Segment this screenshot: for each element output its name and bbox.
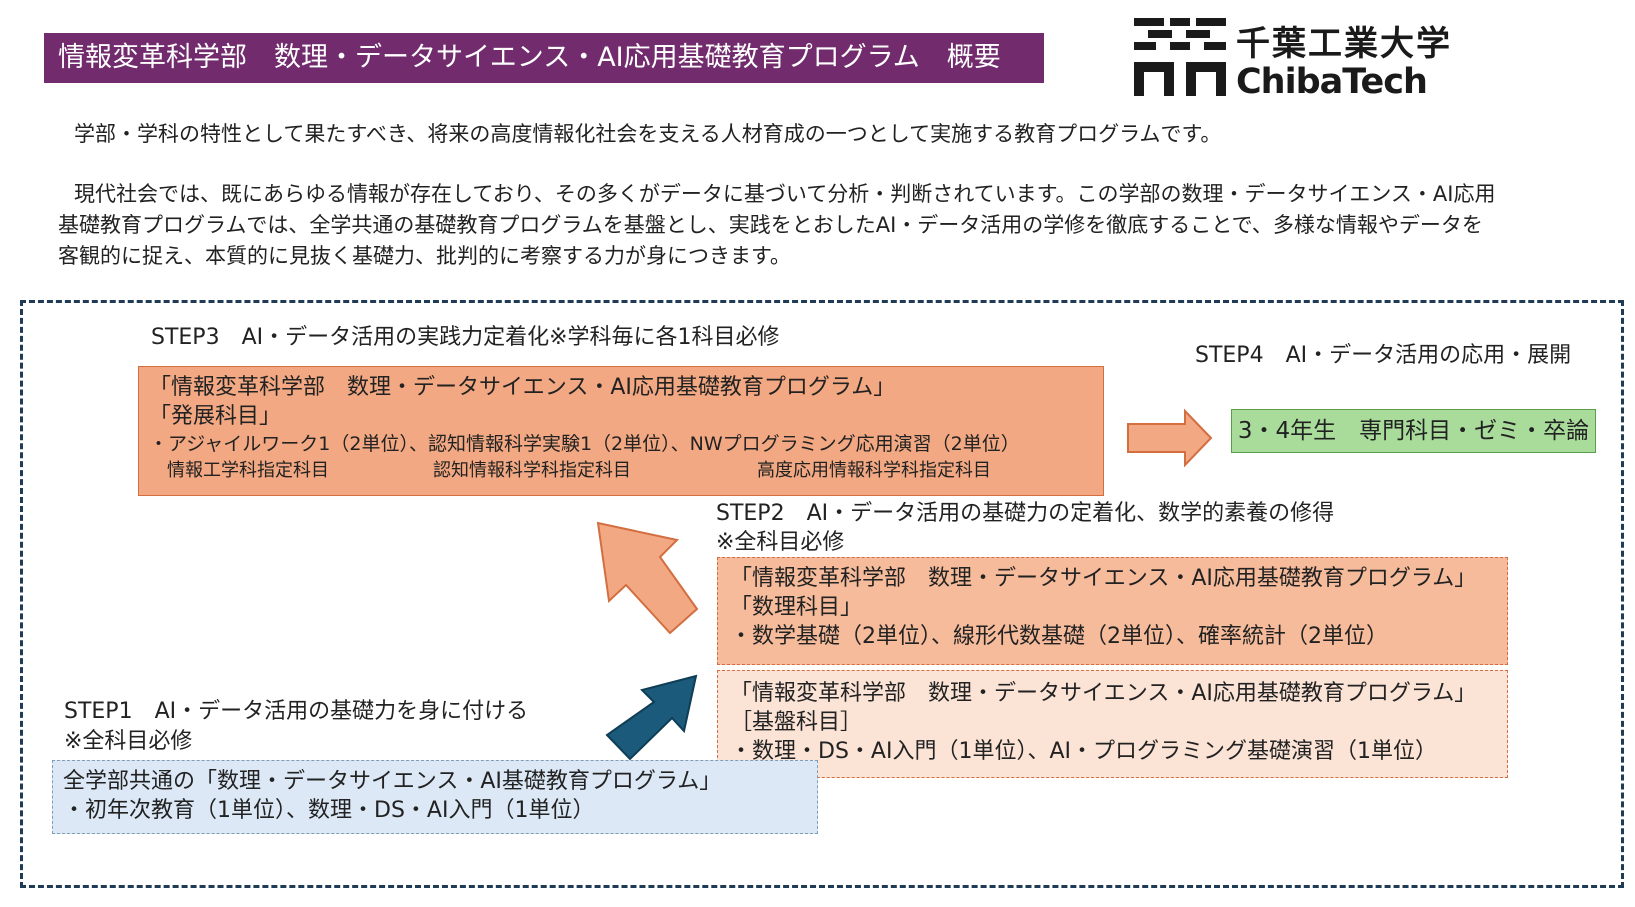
step2-basic-box: 「情報変革科学部 数理・データサイエンス・AI応用基礎教育プログラム」 ［基盤科… [717, 670, 1508, 778]
step2-math-box: 「情報変革科学部 数理・データサイエンス・AI応用基礎教育プログラム」 「数理科… [717, 557, 1508, 665]
step3-box: 「情報変革科学部 数理・データサイエンス・AI応用基礎教育プログラム」 「発展科… [138, 366, 1104, 496]
step4-box: 3・4年生 専門科目・ゼミ・卒論 [1231, 409, 1596, 453]
step2-basic-program-name: 「情報変革科学部 数理・データサイエンス・AI応用基礎教育プログラム」 [730, 681, 1477, 706]
university-logo: 千葉工業大学 ChibaTech [1134, 16, 1474, 106]
chibatech-logo-icon [1134, 18, 1226, 96]
intro-line-4: 客観的に捉え、本質的に見抜く基礎力、批判的に考察する力が身につきます。 [58, 244, 791, 268]
step1-box: 全学部共通の「数理・データサイエンス・AI基礎教育プログラム」 ・初年次教育（1… [52, 760, 818, 834]
step3-dept-1: 情報工学科指定科目 [167, 460, 329, 481]
step2-heading: STEP2 AI・データ活用の基礎力の定着化、数学的素養の修得 [716, 501, 1335, 526]
intro-line-1: 学部・学科の特性として果たすべき、将来の高度情報化社会を支える人材育成の一つとし… [74, 122, 1222, 146]
intro-line-2: 現代社会では、既にあらゆる情報が存在しており、その多くがデータに基づいて分析・判… [74, 182, 1496, 206]
program-frame [20, 300, 1624, 888]
step2-math-courses: ・数学基礎（2単位）、線形代数基礎（2単位）、確率統計（2単位） [730, 624, 1388, 649]
step3-heading: STEP3 AI・データ活用の実践力定着化※学科毎に各1科目必修 [151, 325, 780, 350]
logo-text-en: ChibaTech [1236, 62, 1428, 102]
step3-dept-3: 高度応用情報科学科指定科目 [757, 460, 991, 481]
step3-courses: ・アジャイルワーク1（2単位）、認知情報科学実験1（2単位）、NWプログラミング… [149, 433, 1020, 455]
step2-math-category: 「数理科目」 [730, 595, 863, 620]
logo-text-jp: 千葉工業大学 [1236, 24, 1452, 64]
step3-dept-2: 認知情報科学科指定科目 [433, 460, 631, 481]
step3-dept-row: 情報工学科指定科目 認知情報科学科指定科目 高度応用情報科学科指定科目 [149, 458, 1103, 484]
step1-note: ※全科目必修 [64, 729, 193, 754]
step3-to-step4-arrow-icon [1127, 408, 1213, 468]
intro-line-3: 基礎教育プログラムでは、全学共通の基礎教育プログラムを基盤とし、実践をとおしたA… [58, 213, 1483, 237]
step1-to-step2-arrow-icon [605, 674, 698, 761]
step1-heading: STEP1 AI・データ活用の基礎力を身に付ける [64, 699, 529, 724]
step4-heading: STEP4 AI・データ活用の応用・展開 [1195, 343, 1572, 368]
step2-basic-courses: ・数理・DS・AI入門（1単位）、AI・プログラミング基礎演習（1単位） [730, 739, 1437, 764]
step1-courses: ・初年次教育（1単位）、数理・DS・AI入門（1単位） [63, 798, 595, 823]
step1-program-name: 全学部共通の「数理・データサイエンス・AI基礎教育プログラム」 [63, 769, 722, 794]
step2-to-step3-arrow-icon [596, 521, 699, 635]
step2-math-program-name: 「情報変革科学部 数理・データサイエンス・AI応用基礎教育プログラム」 [730, 566, 1477, 591]
step3-category: 「発展科目」 [149, 404, 282, 429]
step3-program-name: 「情報変革科学部 数理・データサイエンス・AI応用基礎教育プログラム」 [149, 375, 896, 400]
step2-basic-category: ［基盤科目］ [730, 710, 863, 735]
page-title: 情報変革科学部 数理・データサイエンス・AI応用基礎教育プログラム 概要 [44, 33, 1044, 83]
step2-note: ※全科目必修 [716, 530, 845, 555]
